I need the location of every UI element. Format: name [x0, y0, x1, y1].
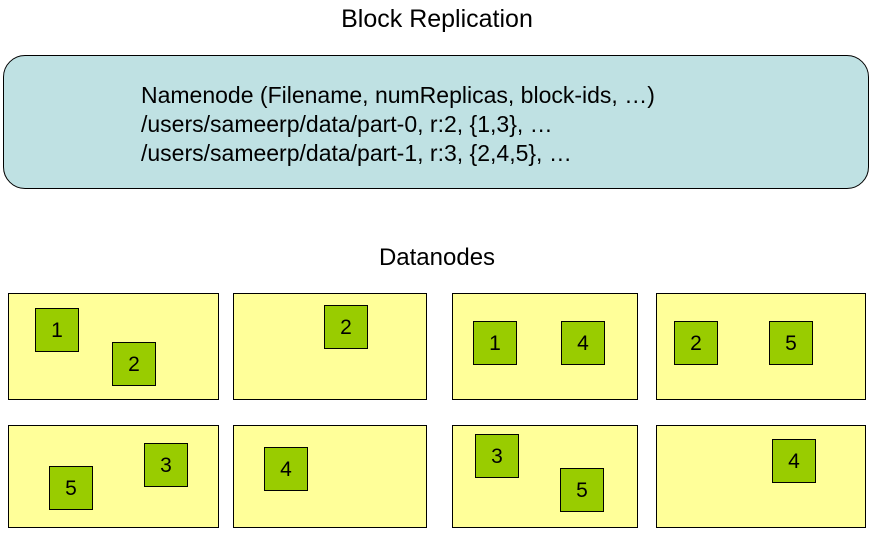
namenode-line-schema: Namenode (Filename, numReplicas, block-i… [141, 82, 655, 108]
namenode-box: Namenode (Filename, numReplicas, block-i… [3, 55, 869, 189]
data-block: 2 [674, 321, 718, 365]
data-block: 2 [112, 342, 156, 386]
datanode-panel: 4 [656, 425, 866, 528]
namenode-metadata-text: Namenode (Filename, numReplicas, block-i… [141, 81, 655, 168]
data-block: 4 [264, 447, 308, 491]
data-block: 4 [772, 439, 816, 483]
data-block: 1 [35, 308, 79, 352]
namenode-line-part-1: /users/sameerp/data/part-1, r:3, {2,4,5}… [141, 140, 572, 166]
data-block: 3 [475, 434, 519, 478]
datanode-panel: 2 [233, 293, 427, 400]
datanodes-label: Datanodes [378, 244, 496, 271]
data-block: 4 [561, 321, 605, 365]
data-block: 3 [144, 443, 188, 487]
data-block: 2 [324, 305, 368, 349]
namenode-line-part-0: /users/sameerp/data/part-0, r:2, {1,3}, … [141, 111, 553, 137]
data-block: 5 [49, 466, 93, 510]
data-block: 1 [473, 321, 517, 365]
page-title: Block Replication [341, 5, 533, 33]
data-block: 5 [560, 468, 604, 512]
datanode-panel: 4 [233, 425, 427, 528]
data-block: 5 [769, 321, 813, 365]
